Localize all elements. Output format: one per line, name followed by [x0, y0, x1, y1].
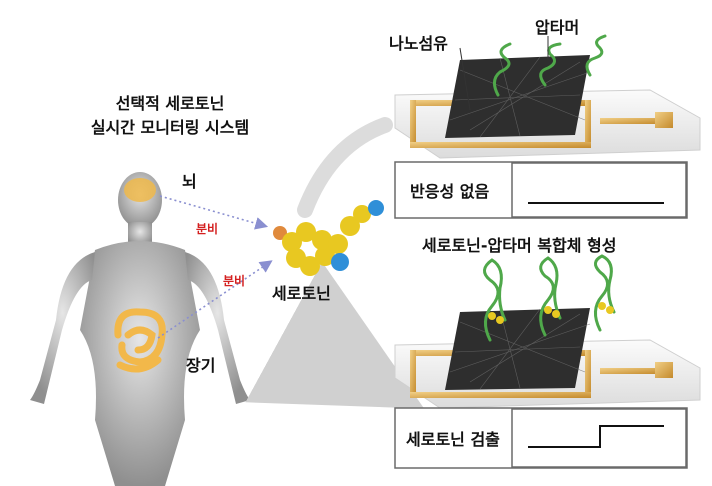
diagram-title: 선택적 세로토닌 실시간 모니터링 시스템: [40, 92, 300, 140]
upper-curved-arrow: [297, 117, 393, 218]
sensor-device-bottom: [394, 254, 701, 409]
step-signal-line: [528, 425, 664, 448]
serotonin-label: 세로토닌: [272, 284, 331, 303]
signal-box-top: [511, 162, 687, 218]
aptamer-label: 압타머: [535, 18, 580, 37]
title-line-2: 실시간 모니터링 시스템: [90, 118, 250, 137]
complex-formation-label: 세로토닌-압타머 복합체 형성: [422, 236, 617, 255]
brain-label: 뇌: [182, 172, 197, 191]
secretion-label-brain: 분비: [196, 222, 219, 236]
brain-secretion-arrow: [159, 195, 269, 230]
title-line-1: 선택적 세로토닌: [115, 94, 225, 113]
secretion-label-organ: 분비: [223, 274, 246, 288]
human-body-figure: [30, 172, 250, 486]
serotonin-molecule: [273, 200, 384, 276]
lower-curved-arrow: [245, 261, 425, 409]
sensor-device-top: [394, 34, 701, 159]
organ-label: 장기: [186, 356, 216, 375]
nanofiber-pointer: [459, 47, 471, 111]
serotonin-detected-label: 세로토닌 검출: [406, 430, 500, 449]
nanofiber-label: 나노섬유: [389, 34, 448, 53]
no-reaction-label: 반응성 없음: [410, 182, 490, 201]
brain-highlight: [124, 178, 156, 202]
intestine-highlight: [114, 308, 166, 373]
